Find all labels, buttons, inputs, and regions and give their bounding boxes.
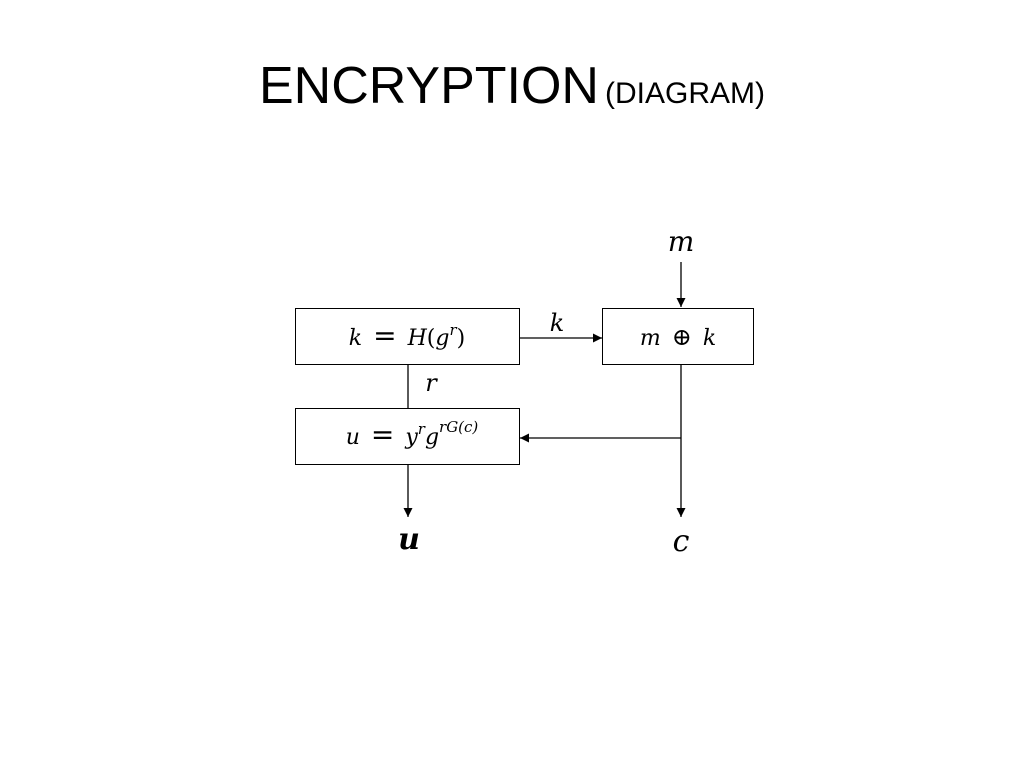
u-y-symbol: y: [404, 425, 418, 450]
xor-box: [602, 308, 754, 365]
hash-box: [295, 308, 520, 365]
hash-r-superscript: r: [449, 321, 457, 339]
u-box: [295, 408, 520, 465]
hash-open-paren: (: [427, 326, 436, 351]
xor-operator-symbol: ⊕: [672, 323, 692, 351]
u-eq-symbol: =: [371, 418, 394, 451]
xor-m-symbol: m: [640, 326, 661, 351]
xor-k-symbol: k: [703, 326, 716, 351]
edge-k-label: k: [550, 309, 565, 337]
hash-eq-symbol: =: [373, 319, 396, 352]
xor-box-expression: m ⊕ k: [640, 323, 716, 351]
output-c-label: c: [673, 524, 690, 559]
hash-close-paren: ): [457, 326, 466, 351]
hash-k-symbol: k: [349, 326, 362, 351]
u-g-superscript: rG(c): [439, 418, 478, 436]
input-m-label: m: [668, 225, 695, 258]
u-u-symbol: u: [346, 425, 360, 450]
hash-h-symbol: H: [407, 326, 428, 351]
edge-r-label: r: [425, 369, 438, 397]
title-subtitle: (DIAGRAM): [604, 77, 765, 110]
output-u-label: u: [398, 522, 420, 557]
title-main: ENCRYPTION: [259, 57, 599, 115]
u-box-expression: u = yrgrG(c): [346, 418, 479, 451]
hash-box-expression: k = H(gr): [349, 319, 465, 352]
slide-title: ENCRYPTION(DIAGRAM): [0, 60, 1024, 112]
hash-g-symbol: g: [435, 326, 449, 351]
u-g-symbol: g: [425, 425, 439, 450]
u-y-superscript: r: [418, 420, 426, 438]
